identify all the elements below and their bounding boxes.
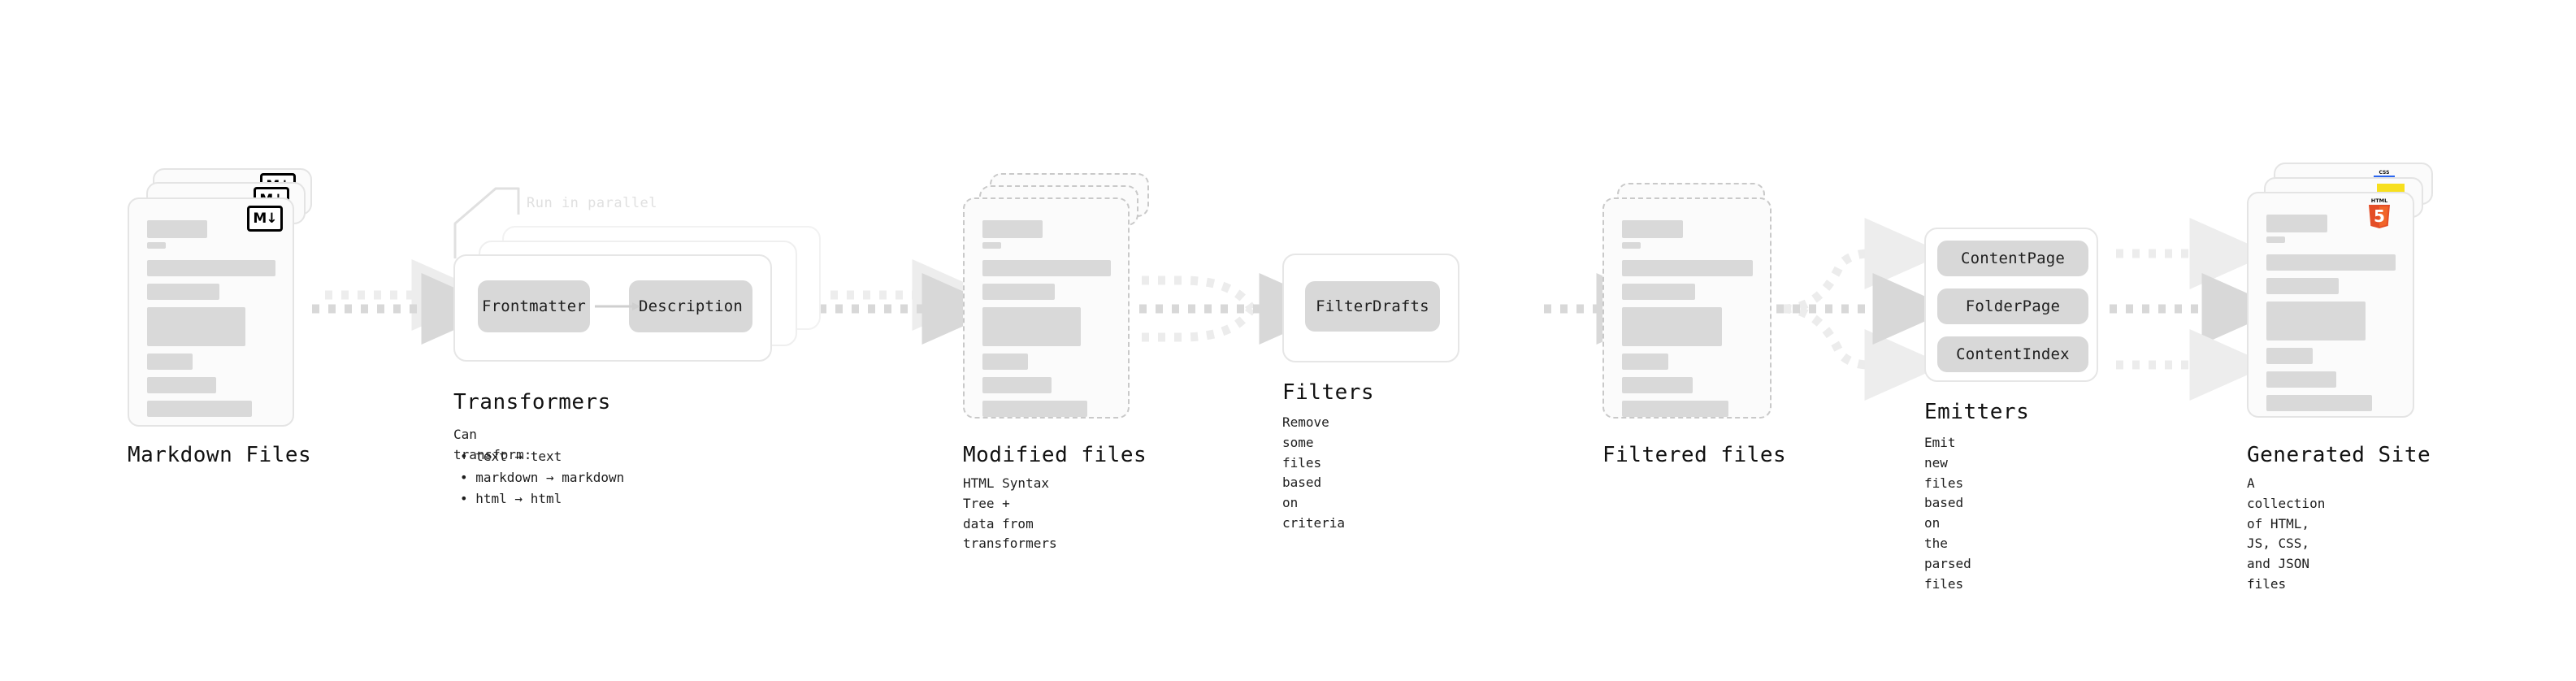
filters-subtitle: Remove some files based on criteria (1282, 414, 1346, 531)
generated-site-subtitle: A collection of HTML, JS, CSS, and JSON … (2247, 475, 2326, 592)
run-in-parallel-label: Run in parallel (527, 195, 658, 211)
filters-title: Filters (1282, 380, 1375, 405)
generated-site-title: Generated Site (2247, 443, 2431, 467)
transformers-bullet-1: • markdown → markdown (460, 469, 625, 485)
transformers-bullet-list: • text → text • markdown → markdown • ht… (460, 446, 624, 510)
emitters-card: ContentPage FolderPage ContentIndex (1924, 228, 2098, 382)
filtered-doc-front (1602, 197, 1772, 419)
arrow-filtered-to-emitters (1776, 218, 1954, 401)
modified-files-title: Modified files (963, 443, 1147, 467)
svg-text:5: 5 (2374, 206, 2385, 226)
arrow-transformers-to-modified (819, 259, 1003, 345)
transformers-caption: Can transform: (453, 427, 532, 462)
markdown-doc-front (128, 197, 294, 427)
transformer-pill-description[interactable]: Description (629, 280, 752, 332)
svg-text:HTML: HTML (2371, 197, 2387, 204)
markdown-badge-icon: M↓ (247, 206, 283, 232)
html5-badge-icon: HTML 5 (2369, 197, 2390, 228)
svg-text:CSS: CSS (2379, 170, 2390, 176)
arrow-emitters-to-generated (2110, 218, 2283, 401)
transformers-card-front: Frontmatter Description (453, 254, 772, 362)
css-badge-icon: CSS (2374, 170, 2395, 178)
markdown-files-title: Markdown Files (128, 443, 312, 467)
arrow-modified-to-filters (1139, 273, 1340, 345)
transformers-bullet-0: • text → text (460, 449, 562, 464)
transformers-bullet-2: • html → html (460, 490, 562, 506)
modified-files-subtitle: HTML Syntax Tree + data from transformer… (963, 475, 1057, 552)
emitter-pill-contentpage[interactable]: ContentPage (1937, 241, 2088, 276)
emitters-subtitle: Emit new files based on the parsed files (1924, 435, 1971, 592)
emitter-pill-contentindex[interactable]: ContentIndex (1937, 336, 2088, 372)
transformers-title: Transformers (453, 390, 611, 414)
emitters-title: Emitters (1924, 400, 2030, 424)
filters-card: FilterDrafts (1282, 254, 1459, 362)
arrow-markdown-to-transformers (312, 259, 502, 345)
filtered-files-title: Filtered files (1602, 443, 1787, 467)
emitter-pill-folderpage[interactable]: FolderPage (1937, 288, 2088, 324)
modified-doc-front (963, 197, 1130, 419)
filter-pill-filterdrafts[interactable]: FilterDrafts (1305, 281, 1440, 332)
generated-doc-html (2247, 192, 2414, 418)
transformer-pill-frontmatter[interactable]: Frontmatter (478, 280, 590, 332)
